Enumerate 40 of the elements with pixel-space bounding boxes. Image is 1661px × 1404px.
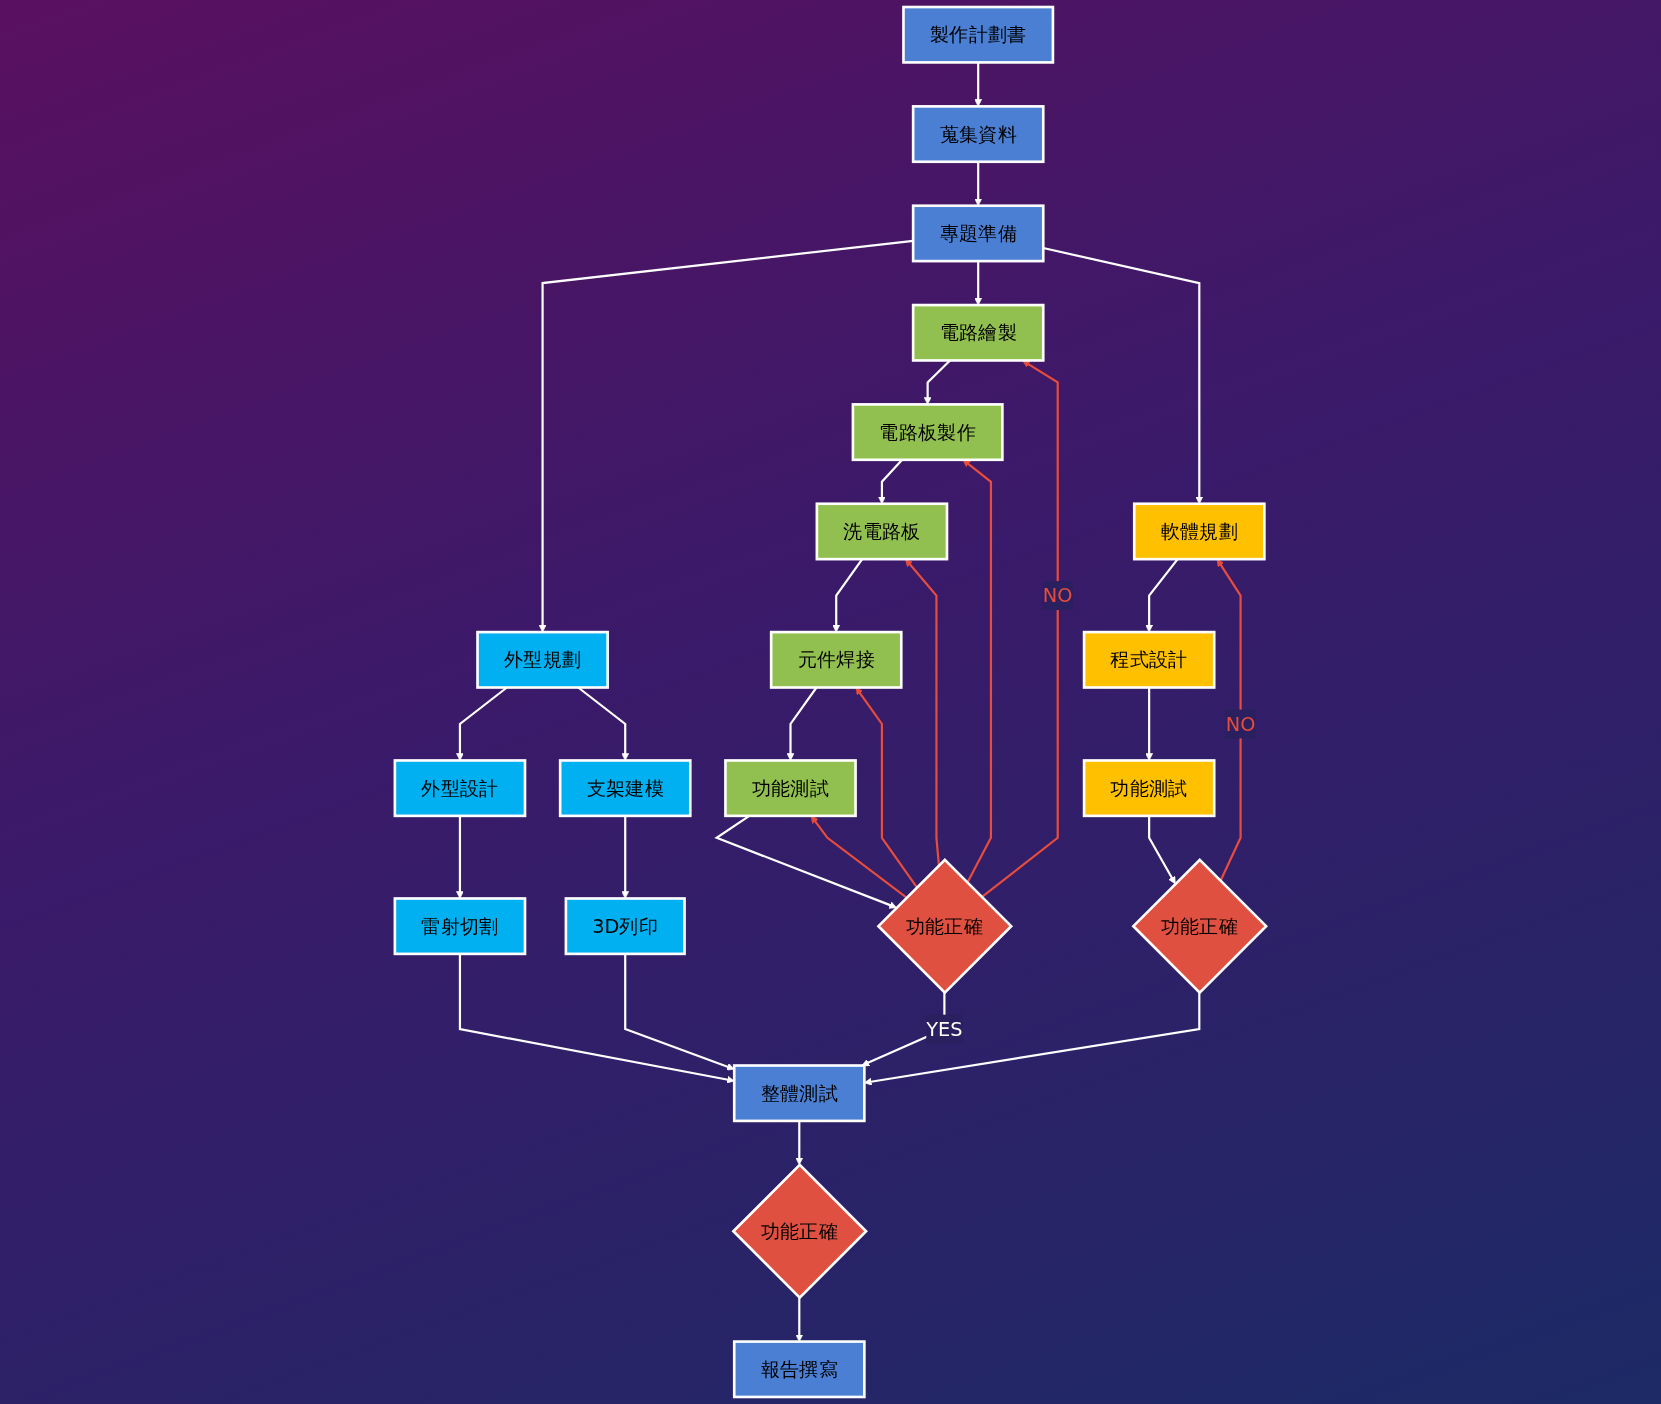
- node-box: 電路板製作: [851, 403, 1004, 462]
- node-box: 洗電路板: [815, 502, 949, 561]
- arrow: [795, 1297, 804, 1342]
- node-box: 製作計劃書: [902, 5, 1055, 64]
- node-box: 外型規劃: [476, 630, 609, 689]
- node-box: 功能測試: [724, 759, 857, 818]
- node-diamond: 功能正確: [731, 1163, 868, 1300]
- node-box: 整體測試: [732, 1064, 866, 1123]
- node-box: 軟體規劃: [1132, 502, 1266, 561]
- node-box: 蒐集資料: [911, 105, 1045, 164]
- arrow: [456, 815, 464, 899]
- arrow: [795, 1120, 804, 1166]
- arrow: [621, 815, 630, 899]
- node-diamond: 功能正確: [1131, 857, 1268, 995]
- node-box: 雷射切割: [393, 897, 527, 956]
- arrow: [1148, 815, 1176, 885]
- arrow: [864, 992, 1201, 1086]
- arrow: [810, 815, 908, 899]
- edge-label: NO: [1042, 584, 1073, 607]
- arrow: [855, 687, 918, 888]
- arrow: [624, 953, 735, 1071]
- node-box: 電路繪製: [911, 303, 1045, 362]
- arrow: [1145, 687, 1153, 761]
- node-box: 報告撰寫: [732, 1340, 866, 1399]
- node-box: 元件焊接: [769, 630, 903, 689]
- edge-label: NO: [1225, 712, 1256, 735]
- arrow: [538, 239, 914, 633]
- arrow: [458, 953, 735, 1084]
- node-box: 3D列印: [564, 897, 686, 956]
- node-box: 支架建模: [558, 759, 692, 818]
- node-box: 功能測試: [1082, 759, 1216, 818]
- arrow: [962, 459, 993, 884]
- edge-label: YES: [926, 1018, 963, 1041]
- node-box: 程式設計: [1082, 630, 1216, 689]
- node-box: 專題準備: [911, 204, 1045, 263]
- arrow: [974, 62, 983, 107]
- arrow: [974, 261, 983, 306]
- node-diamond: 功能正確: [876, 857, 1014, 995]
- arrow: [981, 360, 1059, 898]
- node-box: 外型設計: [393, 759, 527, 818]
